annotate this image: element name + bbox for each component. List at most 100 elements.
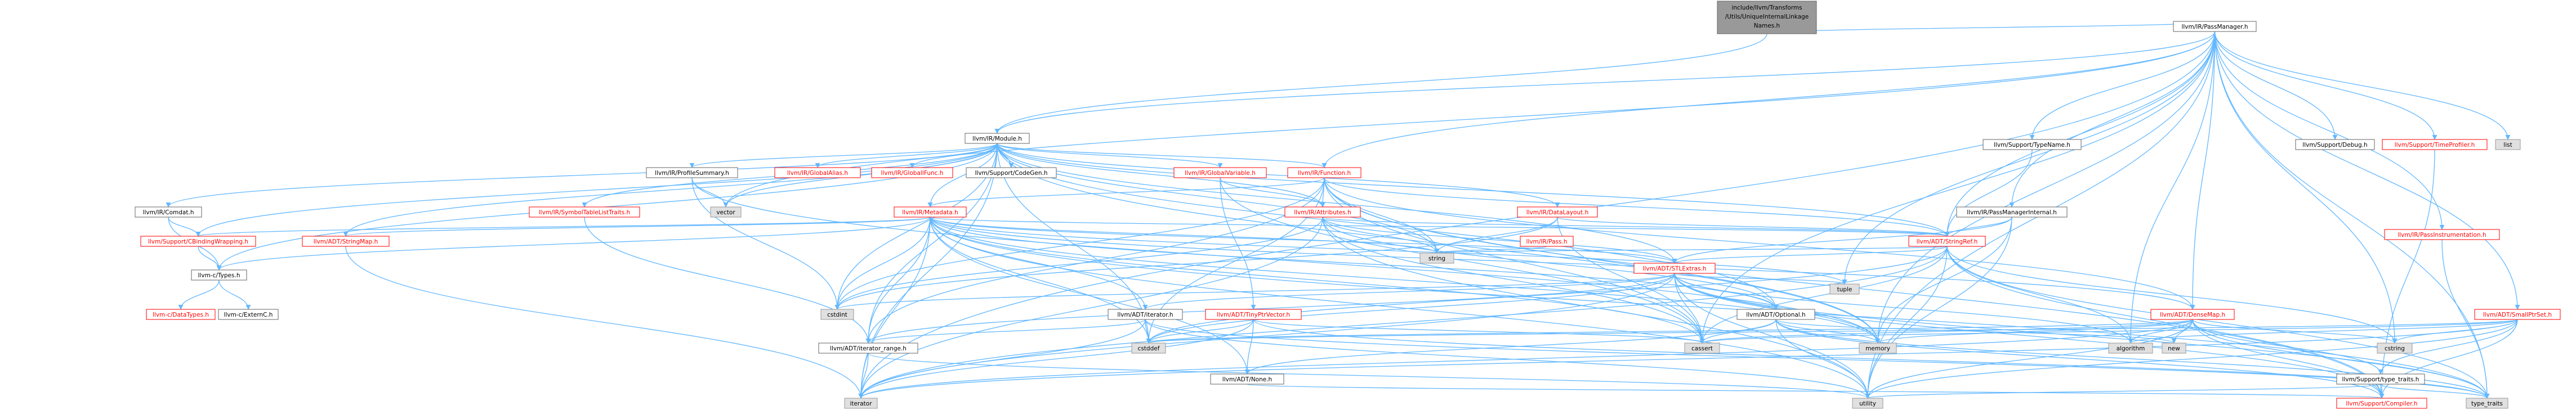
edge-smallptrset-to-utility	[1865, 319, 2518, 399]
node-cstring: cstring	[2377, 343, 2413, 354]
node-label: cstddef	[1138, 345, 1160, 352]
edge-module-to-globalalias	[815, 143, 998, 168]
node-label: llvm/IR/GlobalAlias.h	[787, 170, 848, 177]
node-label: llvm/IR/Metadata.h	[902, 209, 958, 216]
edge-smallptrset-to-cstring	[2392, 319, 2518, 344]
edge-iterrange-to-utility	[868, 353, 1870, 399]
node-pass[interactable]: llvm/IR/Pass.h	[1520, 236, 1574, 247]
node-stringmap[interactable]: llvm/ADT/StringMap.h	[302, 236, 390, 247]
edge-metadata-to-iterator	[858, 217, 931, 399]
node-label: llvm/ADT/None.h	[1222, 376, 1272, 383]
edge-stringref-to-stlextras	[1672, 246, 1948, 264]
edge-module-to-stlextras	[997, 143, 1677, 264]
node-iterator_h[interactable]: llvm/ADT/iterator.h	[1108, 309, 1183, 320]
node-label: cstring	[2385, 345, 2405, 352]
edge-attributes-to-stringref	[1322, 217, 1950, 237]
edge-tinyptr-to-cassert	[1253, 319, 1705, 344]
node-typetraits_h[interactable]: llvm/Support/type_traits.h	[2336, 373, 2425, 385]
node-tinyptr[interactable]: llvm/ADT/TinyPtrVector.h	[1205, 309, 1302, 320]
node-cdatatypes[interactable]: llvm-c/DataTypes.h	[146, 309, 216, 320]
node-stlextras[interactable]: llvm/ADT/STLExtras.h	[1633, 263, 1716, 274]
node-iterator: iterator	[844, 398, 878, 409]
node-label: llvm/IR/PassInstrumentation.h	[2398, 232, 2486, 238]
node-passmgr[interactable]: llvm/IR/PassManager.h	[2173, 21, 2257, 32]
node-debug[interactable]: llvm/Support/Debug.h	[2295, 139, 2375, 150]
node-label: llvm/IR/Function.h	[1298, 170, 1351, 177]
edge-smallptrset-to-iterator	[858, 319, 2518, 399]
node-stringref[interactable]: llvm/ADT/StringRef.h	[1908, 236, 1986, 247]
edge-metadata-to-stringref	[930, 217, 1949, 237]
node-externc[interactable]: llvm-c/ExternC.h	[218, 309, 279, 320]
edge-module-to-profsum	[689, 143, 998, 168]
node-timeprof[interactable]: llvm/Support/TimeProfiler.h	[2382, 139, 2488, 150]
edge-smallptrset-to-cassert	[1700, 319, 2518, 344]
node-label: llvm/IR/GlobalIFunc.h	[881, 170, 944, 177]
edge-smallptrset-to-typetraits_h	[2378, 319, 2518, 375]
edge-module-to-iterrange	[865, 143, 998, 344]
edge-stringref-to-utility	[1865, 246, 1948, 399]
edge-passmgr-to-densemap	[2190, 31, 2216, 310]
node-label: type_traits	[2471, 400, 2503, 407]
edge-densemap-to-iterator	[858, 319, 2193, 399]
node-iterrange[interactable]: llvm/ADT/iterator_range.h	[818, 343, 918, 354]
node-comdat[interactable]: llvm/IR/Comdat.h	[135, 206, 202, 218]
edge-stlextras-to-tuple	[1674, 273, 1847, 285]
edge-timeprof-to-compiler	[2379, 149, 2435, 399]
edge-function-to-metadata	[927, 177, 1325, 208]
node-symtab[interactable]: llvm/IR/SymbolTableListTraits.h	[529, 206, 640, 218]
edge-metadata-to-stringmap	[343, 217, 931, 237]
edge-metadata-to-cassert	[930, 217, 1705, 344]
edge-module-to-datalayout	[997, 143, 1560, 208]
node-metadata[interactable]: llvm/IR/Metadata.h	[894, 206, 967, 218]
node-label: llvm/ADT/iterator_range.h	[830, 345, 907, 352]
node-optional[interactable]: llvm/ADT/Optional.h	[1736, 309, 1815, 320]
edge-densemap-to-memory	[1875, 319, 2193, 344]
node-label: llvm/IR/Comdat.h	[143, 209, 194, 216]
edge-function-to-stringref	[1324, 177, 1950, 237]
node-function[interactable]: llvm/IR/Function.h	[1287, 167, 1361, 178]
node-cbinding[interactable]: llvm/Support/CBindingWrapping.h	[140, 236, 256, 247]
edge-attributes-to-string	[1322, 217, 1440, 254]
edge-stringref-to-cstring	[1946, 246, 2398, 344]
node-label: memory	[1865, 345, 1890, 352]
node-none[interactable]: llvm/ADT/None.h	[1210, 373, 1284, 385]
node-typename[interactable]: llvm/Support/TypeName.h	[1983, 139, 2082, 150]
node-profsum[interactable]: llvm/IR/ProfileSummary.h	[646, 167, 738, 178]
edge-module-to-stringref	[997, 143, 1950, 237]
edge-root-to-passmgr	[1766, 21, 2217, 34]
node-cstdint: cstdint	[820, 309, 854, 320]
node-utility: utility	[1852, 398, 1883, 409]
node-label: llvm/Support/Compiler.h	[2346, 400, 2417, 407]
node-type_traits: type_traits	[2466, 398, 2508, 409]
node-label: llvm/IR/PassManager.h	[2181, 24, 2248, 30]
node-globalifunc[interactable]: llvm/IR/GlobalIFunc.h	[871, 167, 953, 178]
node-datalayout[interactable]: llvm/IR/DataLayout.h	[1517, 206, 1598, 218]
node-ctypes[interactable]: llvm-c/Types.h	[191, 269, 247, 281]
edge-passmgr-to-vector	[723, 31, 2216, 208]
node-label: llvm-c/DataTypes.h	[153, 312, 209, 318]
node-new: new	[2162, 343, 2186, 354]
edge-passmgr-to-list	[2214, 31, 2511, 140]
edge-metadata-to-cstdint	[834, 217, 931, 310]
node-globalalias[interactable]: llvm/IR/GlobalAlias.h	[774, 167, 861, 178]
node-densemap[interactable]: llvm/ADT/DenseMap.h	[2150, 309, 2235, 320]
edge-metadata-to-memory	[930, 217, 1881, 344]
edge-passmgr-to-tuple	[1842, 31, 2216, 285]
node-label: llvm/ADT/SmallPtrSet.h	[2483, 312, 2552, 318]
node-label: llvm/ADT/iterator.h	[1117, 312, 1173, 318]
edge-densemap-to-compiler	[2192, 319, 2385, 399]
node-pmi[interactable]: llvm/IR/PassManagerInternal.h	[1956, 206, 2068, 218]
node-passinstr[interactable]: llvm/IR/PassInstrumentation.h	[2384, 229, 2500, 240]
edge-metadata-to-tuple	[930, 217, 1847, 285]
edge-cbinding-to-ctypes	[198, 246, 222, 271]
edge-globalvar-to-cassert	[1220, 177, 1705, 344]
node-module[interactable]: llvm/IR/Module.h	[965, 133, 1030, 144]
node-codegen[interactable]: llvm/Support/CodeGen.h	[966, 167, 1057, 178]
edge-passmgr-to-cassert	[1699, 31, 2216, 344]
node-smallptrset[interactable]: llvm/ADT/SmallPtrSet.h	[2474, 309, 2561, 320]
node-attributes[interactable]: llvm/IR/Attributes.h	[1284, 206, 1361, 218]
node-label: llvm/IR/SymbolTableListTraits.h	[539, 209, 630, 216]
node-compiler[interactable]: llvm/Support/Compiler.h	[2336, 398, 2427, 409]
edge-passmgr-to-typename	[2029, 31, 2216, 140]
node-globalvar[interactable]: llvm/IR/GlobalVariable.h	[1173, 167, 1267, 178]
